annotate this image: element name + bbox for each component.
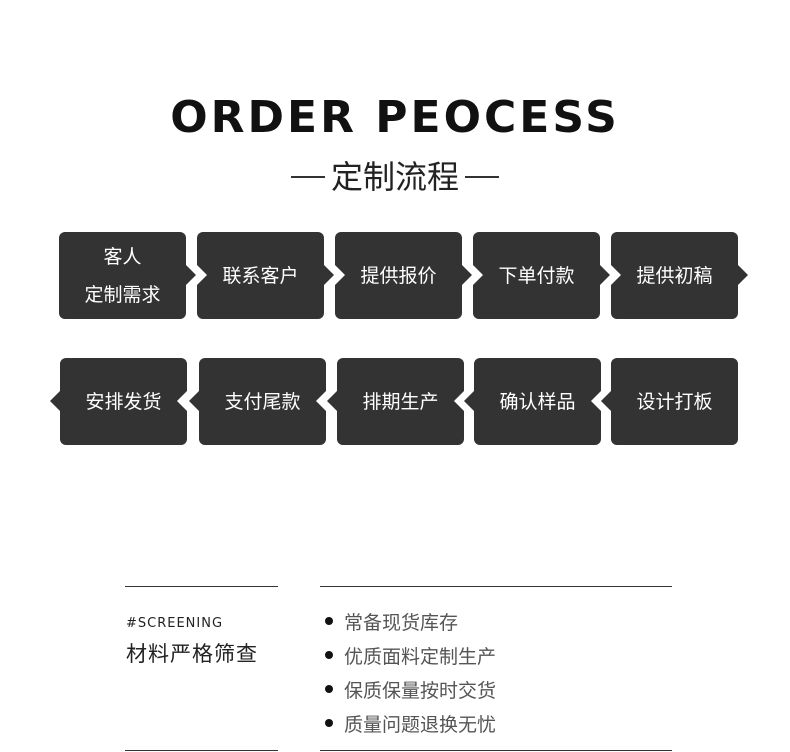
flow-step-1: 客人 定制需求 — [59, 232, 196, 319]
flow-step-1-line-2: 定制需求 — [84, 283, 161, 306]
divider-left-bottom — [125, 750, 278, 751]
flow-step-6-label: 设计打板 — [636, 390, 713, 413]
flow-row-1: 客人 定制需求 联系客户 提供报价 下单付款 提供初稿 — [0, 232, 790, 320]
notch-right — [591, 391, 601, 411]
subtitle-text: 定制流程 — [330, 158, 459, 196]
flow-step-5: 提供初稿 — [611, 232, 748, 319]
flow-step-9: 支付尾款 — [189, 358, 326, 445]
subtitle-dash-right — [465, 176, 499, 178]
notch-left — [197, 265, 207, 285]
divider-right-top — [320, 586, 672, 587]
flow-step-8: 排期生产 — [327, 358, 464, 445]
divider-right-bottom — [320, 750, 672, 751]
page-subtitle: 定制流程 — [0, 152, 790, 198]
list-item: 优质面料定制生产 — [325, 638, 665, 672]
arrow-left-icon — [189, 391, 199, 411]
feature-list: 常备现货库存 优质面料定制生产 保质保量按时交货 质量问题退换无忧 — [325, 604, 665, 740]
notch-right — [454, 391, 464, 411]
flow-step-3-label: 提供报价 — [360, 264, 437, 287]
page-title: ORDER PEOCESS — [170, 92, 620, 143]
flow-row-2: 安排发货 支付尾款 排期生产 确认样品 设计打板 — [0, 358, 790, 446]
feature-text: 保质保量按时交货 — [344, 679, 497, 702]
flow-step-6: 设计打板 — [601, 358, 738, 445]
flow-step-5-label: 提供初稿 — [636, 264, 713, 287]
arrow-left-icon — [327, 391, 337, 411]
flow-step-9-label: 支付尾款 — [224, 390, 301, 413]
feature-text: 常备现货库存 — [344, 611, 459, 634]
flow-step-4: 下单付款 — [473, 232, 610, 319]
flow-step-1-line-1: 客人 — [103, 245, 142, 268]
feature-text: 优质面料定制生产 — [344, 645, 497, 668]
flow-step-2-label: 联系客户 — [222, 264, 299, 287]
notch-right — [177, 391, 187, 411]
list-item: 质量问题退换无忧 — [325, 706, 665, 740]
flow-step-7-label: 确认样品 — [499, 390, 576, 413]
arrow-right-icon — [462, 265, 472, 285]
screening-tag: #SCREENING — [126, 616, 224, 631]
arrow-right-icon — [600, 265, 610, 285]
bullet-icon — [325, 685, 333, 693]
bullet-icon — [325, 651, 333, 659]
feature-text: 质量问题退换无忧 — [344, 713, 497, 736]
arrow-right-icon — [324, 265, 334, 285]
arrow-right-icon — [738, 265, 748, 285]
bullet-icon — [325, 719, 333, 727]
notch-left — [335, 265, 345, 285]
flow-step-8-label: 排期生产 — [362, 390, 439, 413]
arrow-left-icon — [601, 391, 611, 411]
flow-step-10: 安排发货 — [50, 358, 187, 445]
arrow-right-icon — [186, 265, 196, 285]
bullet-icon — [325, 617, 333, 625]
arrow-left-icon — [50, 391, 60, 411]
list-item: 常备现货库存 — [325, 604, 665, 638]
flow-step-3: 提供报价 — [335, 232, 472, 319]
flow-step-10-label: 安排发货 — [85, 390, 162, 413]
notch-left — [611, 265, 621, 285]
subtitle-dash-left — [290, 176, 325, 178]
flow-step-7: 确认样品 — [464, 358, 601, 445]
notch-left — [473, 265, 483, 285]
notch-right — [316, 391, 326, 411]
divider-left-top — [125, 586, 278, 587]
flow-step-2: 联系客户 — [197, 232, 334, 319]
arrow-left-icon — [464, 391, 474, 411]
screening-heading: 材料严格筛查 — [126, 642, 258, 666]
list-item: 保质保量按时交货 — [325, 672, 665, 706]
flow-step-4-label: 下单付款 — [498, 264, 575, 287]
